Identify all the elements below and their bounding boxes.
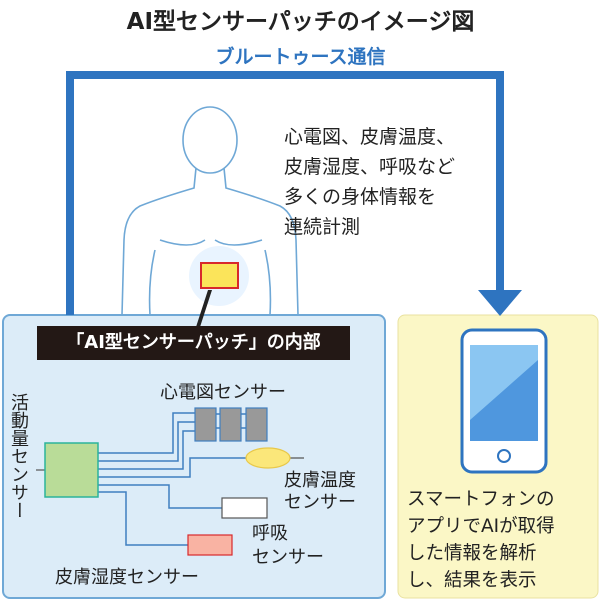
- bluetooth-label: ブルートゥース通信: [215, 46, 386, 68]
- ecg-sensor-label: 心電図センサー: [160, 382, 286, 403]
- ecg-sensor-chip-2: [219, 407, 242, 442]
- skin-temp-label: 皮膚温度 センサー: [284, 470, 356, 514]
- skin-temp-sensor: [245, 447, 291, 469]
- skin-humidity-sensor: [187, 534, 233, 556]
- respiration-label-line: センサー: [252, 547, 324, 568]
- phone-text-line: スマートフォンの: [407, 489, 555, 510]
- human-body-figure: [121, 106, 299, 316]
- ecg-sensor-chip-3: [245, 407, 268, 442]
- phone-text-line: し、結果を表示: [407, 570, 537, 591]
- respiration-label-line: 呼吸: [252, 523, 288, 544]
- arrow-head-icon: [478, 290, 522, 316]
- skin-temp-label-line: センサー: [284, 492, 356, 513]
- activity-sensor-chip: [44, 442, 99, 498]
- sensor-wiring: [98, 412, 246, 546]
- info-line: 心電図、皮膚温度、: [284, 126, 456, 148]
- screen-highlight: [470, 345, 538, 420]
- home-button-icon: [497, 449, 511, 463]
- callout-pointer: [196, 290, 212, 327]
- skin-humidity-label: 皮膚湿度センサー: [55, 567, 199, 588]
- patch-internal-panel: [2, 314, 386, 599]
- phone-text-line: した情報を解析: [407, 543, 537, 564]
- info-line: 多くの身体情報を: [284, 186, 437, 208]
- respiration-label: 呼吸 センサー: [252, 522, 324, 570]
- info-text: 心電図、皮膚温度、 皮膚湿度、呼吸など 多くの身体情報を 連続計測: [284, 122, 455, 242]
- patch-label: 「AI型センサーパッチ」の内部: [37, 326, 350, 360]
- respiration-sensor: [221, 497, 268, 519]
- activity-sensor-label: 活動量センサー: [8, 393, 29, 519]
- skin-temp-label-line: 皮膚温度: [284, 470, 356, 491]
- info-line: 連続計測: [284, 216, 361, 238]
- sensor-patch: [200, 262, 239, 289]
- bluetooth-connection-line: [66, 71, 504, 315]
- info-line: 皮膚湿度、呼吸など: [284, 156, 456, 178]
- phone-text: スマートフォンの アプリでAIが取得 した情報を解析 し、結果を表示: [407, 486, 555, 594]
- phone-text-line: アプリでAIが取得: [407, 516, 555, 537]
- ecg-sensor-chip-1: [194, 407, 217, 442]
- title: AI型センサーパッチのイメージ図: [126, 9, 475, 35]
